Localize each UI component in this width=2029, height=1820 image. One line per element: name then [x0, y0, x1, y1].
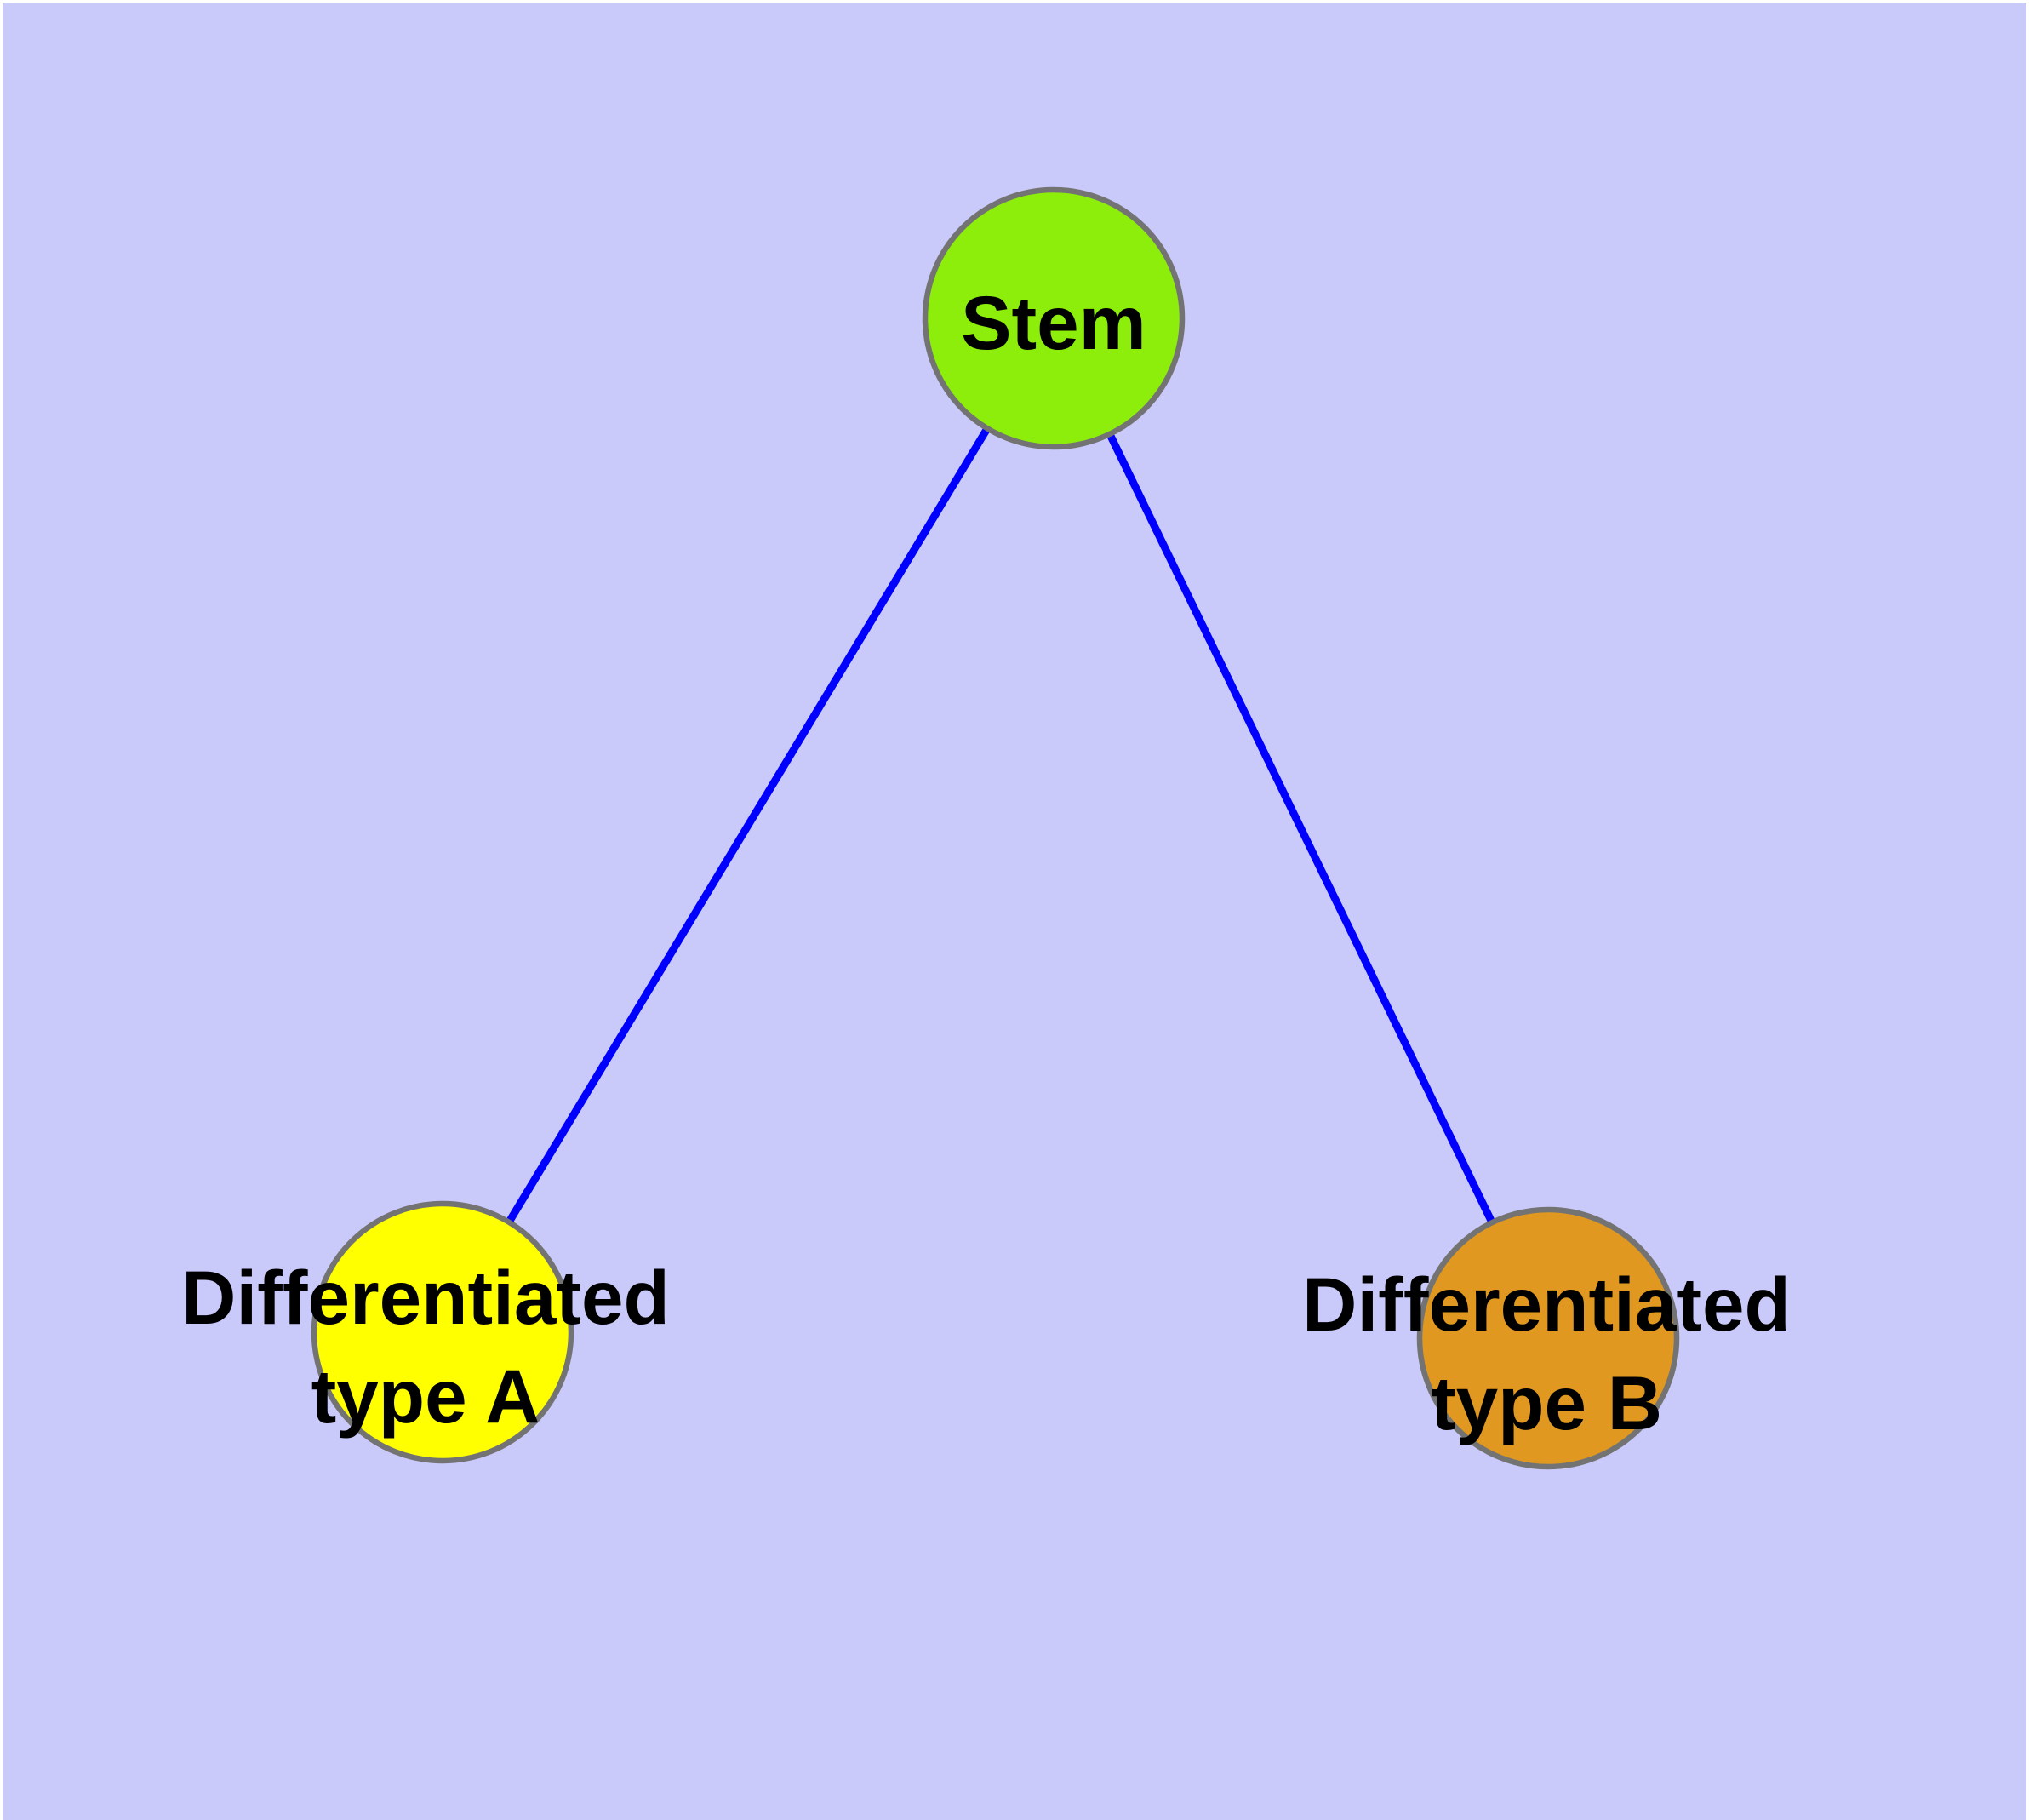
node-type-a-circle[interactable] [311, 1200, 574, 1464]
node-type-a-label: Differentiated type A [181, 1248, 670, 1445]
edge-stem-to-type-b[interactable] [1049, 317, 1552, 1340]
node-stem-circle[interactable] [922, 186, 1186, 450]
node-type-a-label-line1: Differentiated [181, 1255, 670, 1340]
node-type-b-label-line2: type B [1430, 1360, 1662, 1445]
node-type-a-label-line2: type A [311, 1354, 540, 1439]
edge-stem-to-type-a[interactable] [439, 316, 1057, 1335]
graph-svg [311, 186, 1680, 1470]
node-stem-label: Stem [961, 280, 1146, 365]
node-type-b-label-line1: Differentiated [1302, 1262, 1791, 1347]
node-type-b-circle[interactable] [1416, 1206, 1680, 1470]
graph-canvas: Stem Differentiated type A Differentiate… [3, 3, 2026, 1820]
node-type-b-label: Differentiated type B [1302, 1255, 1791, 1452]
